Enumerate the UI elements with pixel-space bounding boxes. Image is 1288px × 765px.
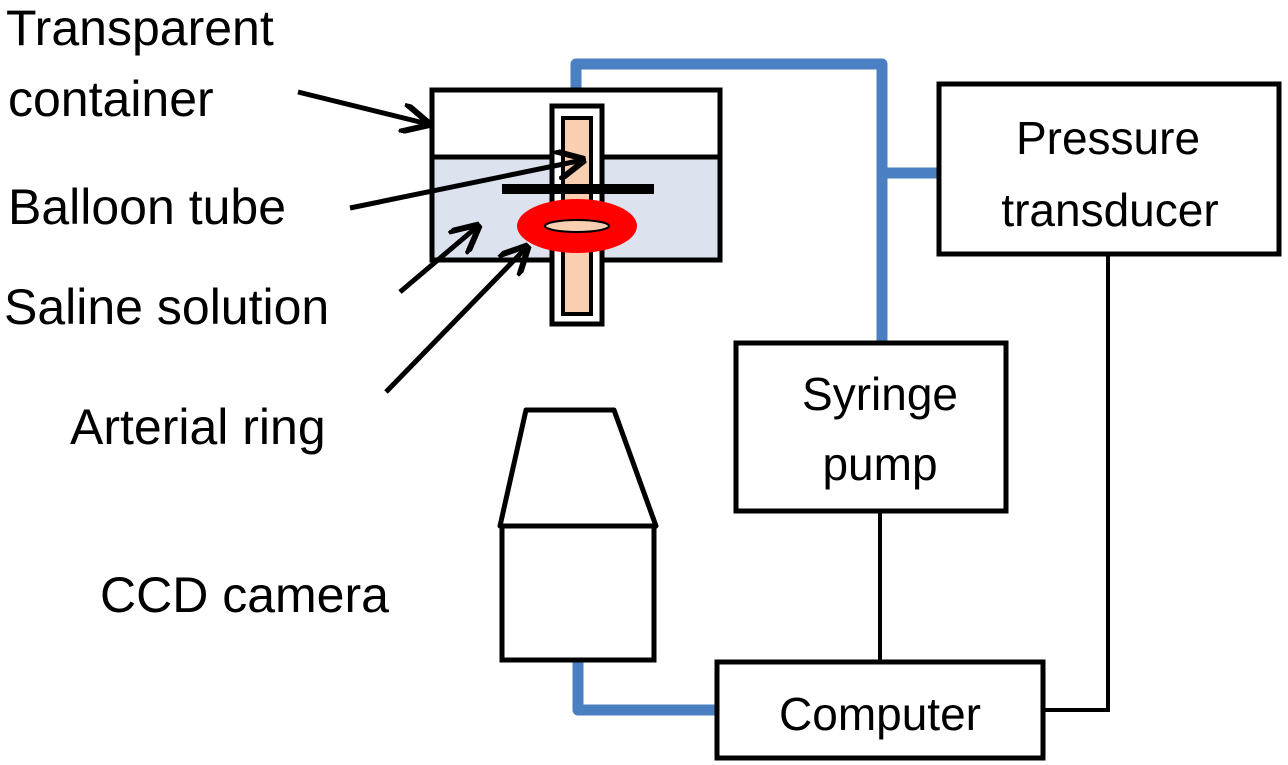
- computer-box: Computer: [714, 659, 1046, 761]
- label-saline-solution: Saline solution: [4, 279, 329, 335]
- arrow-arterial-ring: [384, 247, 527, 394]
- ccd-camera: [497, 407, 659, 663]
- computer-label: Computer: [779, 688, 981, 740]
- pressure-transducer-box: Pressure transducer: [936, 81, 1282, 257]
- label-balloon-tube: Balloon tube: [8, 179, 286, 235]
- pressure-transducer-line2: transducer: [1001, 184, 1218, 236]
- label-ccd-camera: CCD camera: [100, 567, 389, 623]
- syringe-pump-box: Syringe pump: [733, 340, 1009, 514]
- line-transducer-to-computer: [1043, 254, 1110, 712]
- support-bar: [502, 184, 654, 194]
- pressure-transducer-line1: Pressure: [1016, 112, 1200, 164]
- arterial-ring: [517, 199, 637, 253]
- cable-camera-to-computer: [572, 660, 720, 716]
- syringe-pump-line2: pump: [822, 438, 937, 490]
- arrow-balloon-tube: [349, 160, 583, 211]
- arrow-saline-solution: [398, 226, 478, 294]
- syringe-pump-line1: Syringe: [802, 368, 958, 420]
- label-arterial-ring: Arterial ring: [70, 399, 326, 455]
- label-transparent-container-line1: Transparent: [6, 0, 274, 56]
- label-transparent-container-line2: container: [8, 71, 214, 127]
- arrow-transparent-container: [297, 89, 428, 124]
